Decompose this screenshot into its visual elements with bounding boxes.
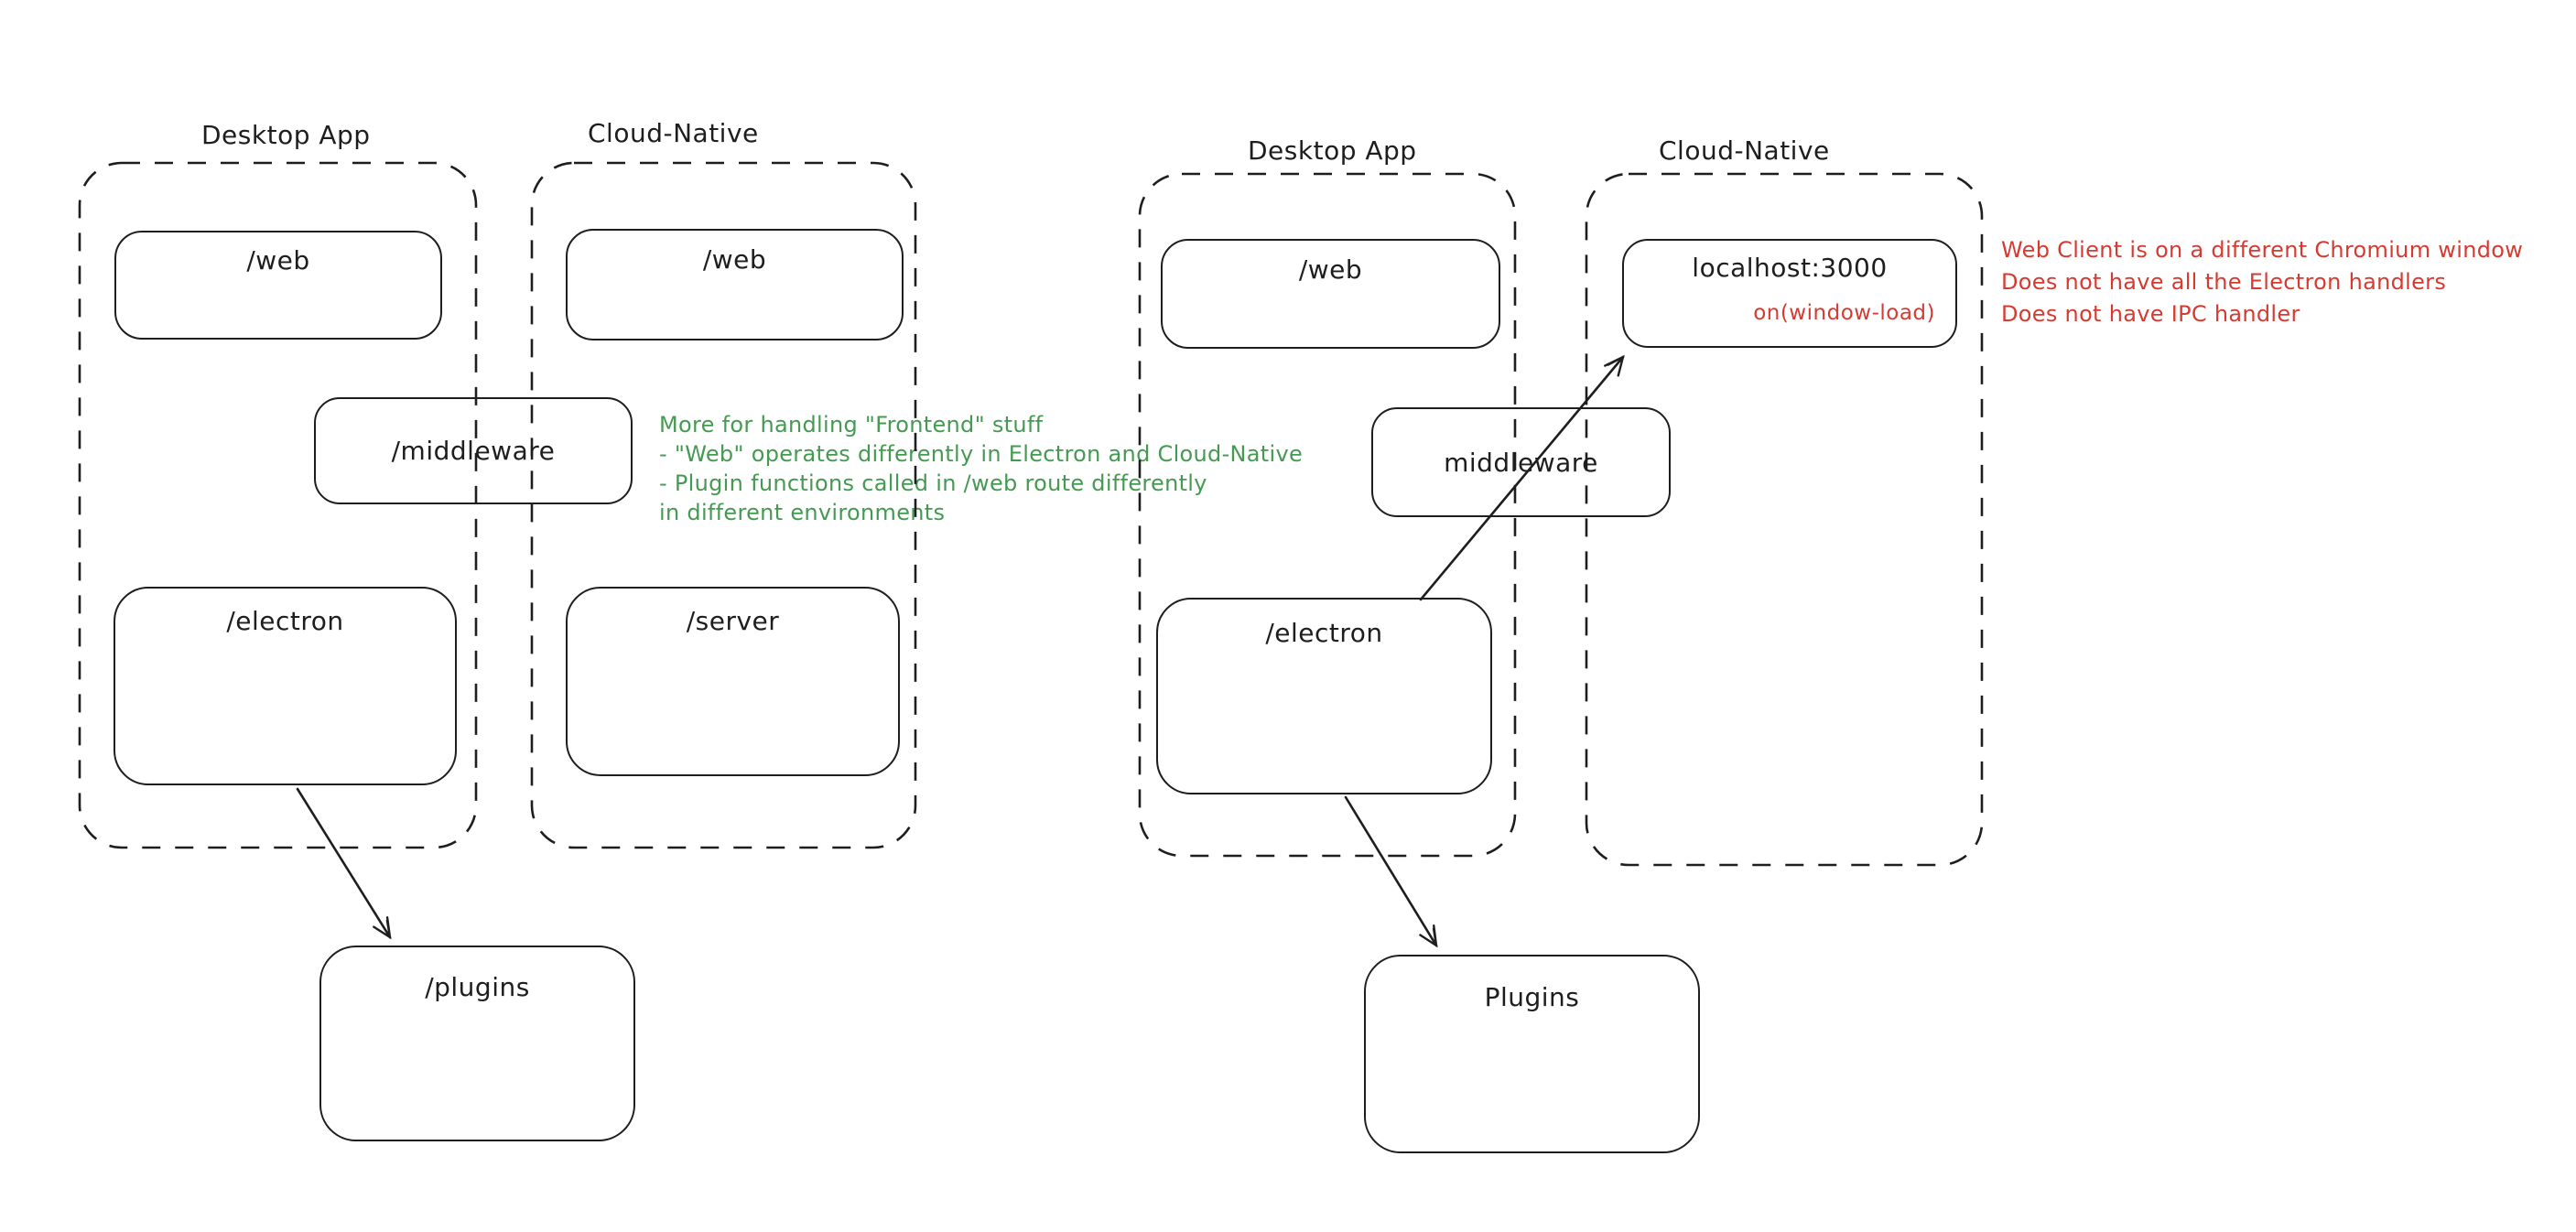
right-electron-box: /electron: [1156, 598, 1492, 794]
left-plugins-box: /plugins: [319, 946, 635, 1141]
annotation-line: Does not have IPC handler: [2001, 301, 2300, 327]
right-window-load-label: on(window-load): [1753, 301, 1935, 325]
left-plugins-label: /plugins: [425, 972, 530, 1002]
left-web-desktop-label: /web: [246, 245, 310, 276]
right-plugins-box: Plugins: [1364, 955, 1700, 1153]
right-localhost-box: localhost:3000 on(window-load): [1622, 239, 1957, 348]
right-desktop-app-label: Desktop App: [1248, 135, 1417, 166]
left-web-cloud-label: /web: [702, 244, 767, 275]
arrow-left-electron-to-plugins: [296, 787, 392, 940]
left-middleware-box: /middleware: [314, 397, 633, 504]
right-middleware-box: middleware: [1371, 407, 1671, 517]
arrow-right-electron-to-plugins: [1344, 795, 1438, 948]
right-electron-label: /electron: [1265, 618, 1383, 648]
annotation-line: Does not have all the Electron handlers: [2001, 269, 2447, 295]
left-electron-box: /electron: [114, 587, 457, 785]
left-web-cloud-box: /web: [566, 229, 904, 340]
annotation-line: More for handling "Frontend" stuff: [659, 412, 1044, 438]
left-server-box: /server: [566, 587, 900, 776]
left-middleware-label: /middleware: [391, 436, 556, 466]
right-localhost-label: localhost:3000: [1692, 253, 1888, 283]
right-web-box: /web: [1161, 239, 1500, 349]
left-green-annotation: More for handling "Frontend" stuff - "We…: [659, 410, 1303, 527]
right-middleware-label: middleware: [1444, 447, 1598, 478]
right-plugins-label: Plugins: [1484, 982, 1580, 1012]
right-cloud-native-label: Cloud-Native: [1659, 135, 1830, 166]
annotation-line: - "Web" operates differently in Electron…: [659, 441, 1304, 467]
annotation-line: - Plugin functions called in /web route …: [659, 470, 1207, 496]
right-red-annotation: Web Client is on a different Chromium wi…: [2001, 234, 2523, 330]
right-web-label: /web: [1298, 254, 1363, 285]
left-desktop-app-label: Desktop App: [201, 120, 371, 150]
left-cloud-native-label: Cloud-Native: [588, 118, 759, 148]
left-electron-label: /electron: [226, 606, 344, 636]
left-server-label: /server: [686, 606, 780, 636]
annotation-line: in different environments: [659, 500, 946, 525]
annotation-line: Web Client is on a different Chromium wi…: [2001, 237, 2524, 263]
left-web-desktop-box: /web: [114, 231, 442, 340]
